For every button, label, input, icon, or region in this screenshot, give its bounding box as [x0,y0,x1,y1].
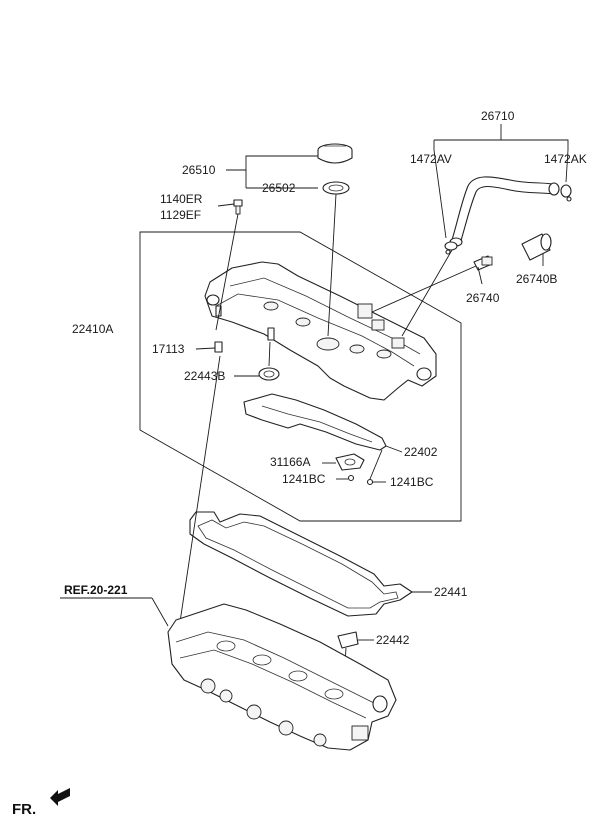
label-1129ef: 1129EF [160,208,201,222]
oil-seal-plate [322,453,365,471]
label-1472av: 1472AV [410,152,452,166]
spark-plug-seal [234,341,280,381]
pcv-grommet [521,233,552,266]
cover-assembly-group-outline [139,231,462,522]
baffle-plate [243,393,403,453]
front-direction-arrow-icon [50,788,70,806]
pcv-valve [473,255,493,285]
label-17113: 17113 [152,342,185,356]
label-1472ak: 1472AK [544,152,587,166]
hose-clamp-av [433,149,458,255]
hose-bracket [433,124,569,150]
label-22441: 22441 [434,585,468,599]
screw-right [366,449,386,486]
label-1241bc-left: 1241BC [282,472,326,486]
label-1241bc-right: 1241BC [390,475,434,489]
label-22410a: 22410A [72,322,113,336]
screw-left [336,474,355,482]
label-22443b: 22443B [184,369,225,383]
label-31166a: 31166A [270,455,310,469]
label-26510: 26510 [182,163,216,177]
label-26502: 26502 [262,181,296,195]
label-1140er: 1140ER [160,192,203,206]
label-22442: 22442 [376,633,410,647]
label-22402: 22402 [404,445,438,459]
label-26740: 26740 [466,291,500,305]
cover-gasket [189,511,432,617]
stud-bolt [195,341,223,353]
cap-gasket [322,181,350,195]
label-26710: 26710 [481,109,515,123]
label-26740b: 26740B [516,272,557,286]
cover-bolt [217,199,243,215]
rocker-cover [204,261,437,401]
ref-leader [60,597,169,627]
cap-bracket [226,155,320,189]
label-ref: REF.20-221 [64,583,128,597]
hose-clamp-ak [560,149,572,202]
label-front: FR. [12,801,36,818]
cylinder-head [167,603,397,751]
oil-filler-cap [317,143,353,164]
